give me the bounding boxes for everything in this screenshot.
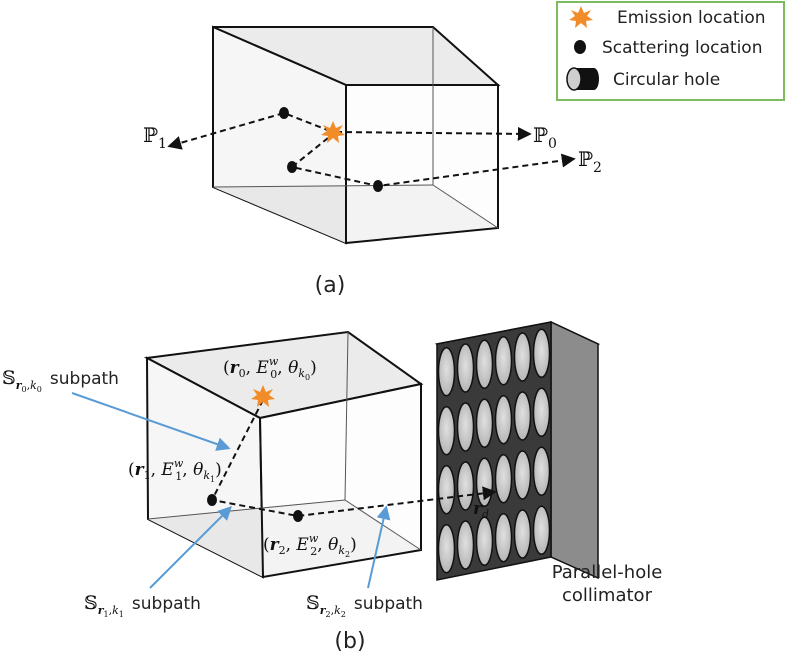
scatter-point-a1 xyxy=(279,107,289,119)
collimator-hole xyxy=(456,520,475,570)
emission-star-icon xyxy=(569,6,593,28)
legend-label-emission: Emission location xyxy=(617,8,766,28)
collimator-hole xyxy=(456,343,475,393)
collimator-hole xyxy=(437,405,456,456)
collimator-label-line2: collimator xyxy=(562,585,653,606)
pointer-subpath-0 xyxy=(71,392,231,451)
collimator-hole xyxy=(437,346,456,397)
label-p1: ℙ1 xyxy=(143,123,167,152)
emission-star-a xyxy=(321,121,345,143)
photon-paths-a xyxy=(167,111,576,188)
legend: Emission location Scattering location Ci… xyxy=(556,1,785,101)
path-p0 xyxy=(335,126,532,141)
collimator-hole xyxy=(475,339,494,390)
collimator-hole xyxy=(532,328,551,379)
collimator-hole xyxy=(494,394,513,445)
pointer-subpath-2 xyxy=(367,505,391,589)
collimator-hole xyxy=(532,387,551,438)
scatter-point-a2 xyxy=(287,161,297,173)
scatter-dot-icon xyxy=(574,40,586,54)
collimator-hole xyxy=(437,464,456,515)
panel-label-b: (b) xyxy=(334,629,365,654)
label-subpath-1: 𝕊r1,k1subpath xyxy=(84,592,201,619)
collimator-hole xyxy=(513,509,532,559)
collimator-hole xyxy=(475,516,494,567)
circular-hole-icon xyxy=(566,67,599,91)
panel-a: ℙ1 ℙ0 ℙ2 (a) xyxy=(143,25,602,298)
label-detector-point: rd xyxy=(473,499,489,521)
collimator-label-line1: Parallel-hole xyxy=(552,562,663,583)
collimator-hole xyxy=(513,332,532,382)
collimator-hole xyxy=(437,523,456,574)
collimator-hole xyxy=(456,461,475,511)
scatter-point-a3 xyxy=(373,180,383,192)
path-p2 xyxy=(289,137,576,188)
collimator-hole xyxy=(494,335,513,386)
label-subpath-2: 𝕊r2,k2subpath xyxy=(306,592,423,619)
label-p0: ℙ0 xyxy=(533,123,557,152)
collimator-holes xyxy=(437,328,551,574)
pointer-subpath-1 xyxy=(149,506,232,589)
collimator-hole xyxy=(494,453,513,504)
collimator-hole xyxy=(513,450,532,500)
collimator-hole xyxy=(456,402,475,452)
cube-a xyxy=(212,25,501,245)
legend-label-hole: Circular hole xyxy=(613,70,720,90)
scatter-point-b1 xyxy=(207,494,217,506)
legend-label-scattering: Scattering location xyxy=(602,38,762,58)
collimator-hole xyxy=(532,505,551,556)
emission-star-b xyxy=(251,385,275,407)
scatter-point-b2 xyxy=(293,510,303,522)
collimator-hole xyxy=(494,512,513,563)
cube-b xyxy=(143,330,424,579)
collimator-hole xyxy=(513,391,532,441)
label-subpath-0: 𝕊r0,k0subpath xyxy=(2,367,119,394)
collimator-hole xyxy=(475,398,494,449)
label-p2: ℙ2 xyxy=(578,147,602,176)
panel-label-a: (a) xyxy=(315,273,346,298)
photon-path-b xyxy=(210,399,497,518)
parallel-hole-collimator xyxy=(434,320,601,581)
collimator-hole xyxy=(532,446,551,497)
